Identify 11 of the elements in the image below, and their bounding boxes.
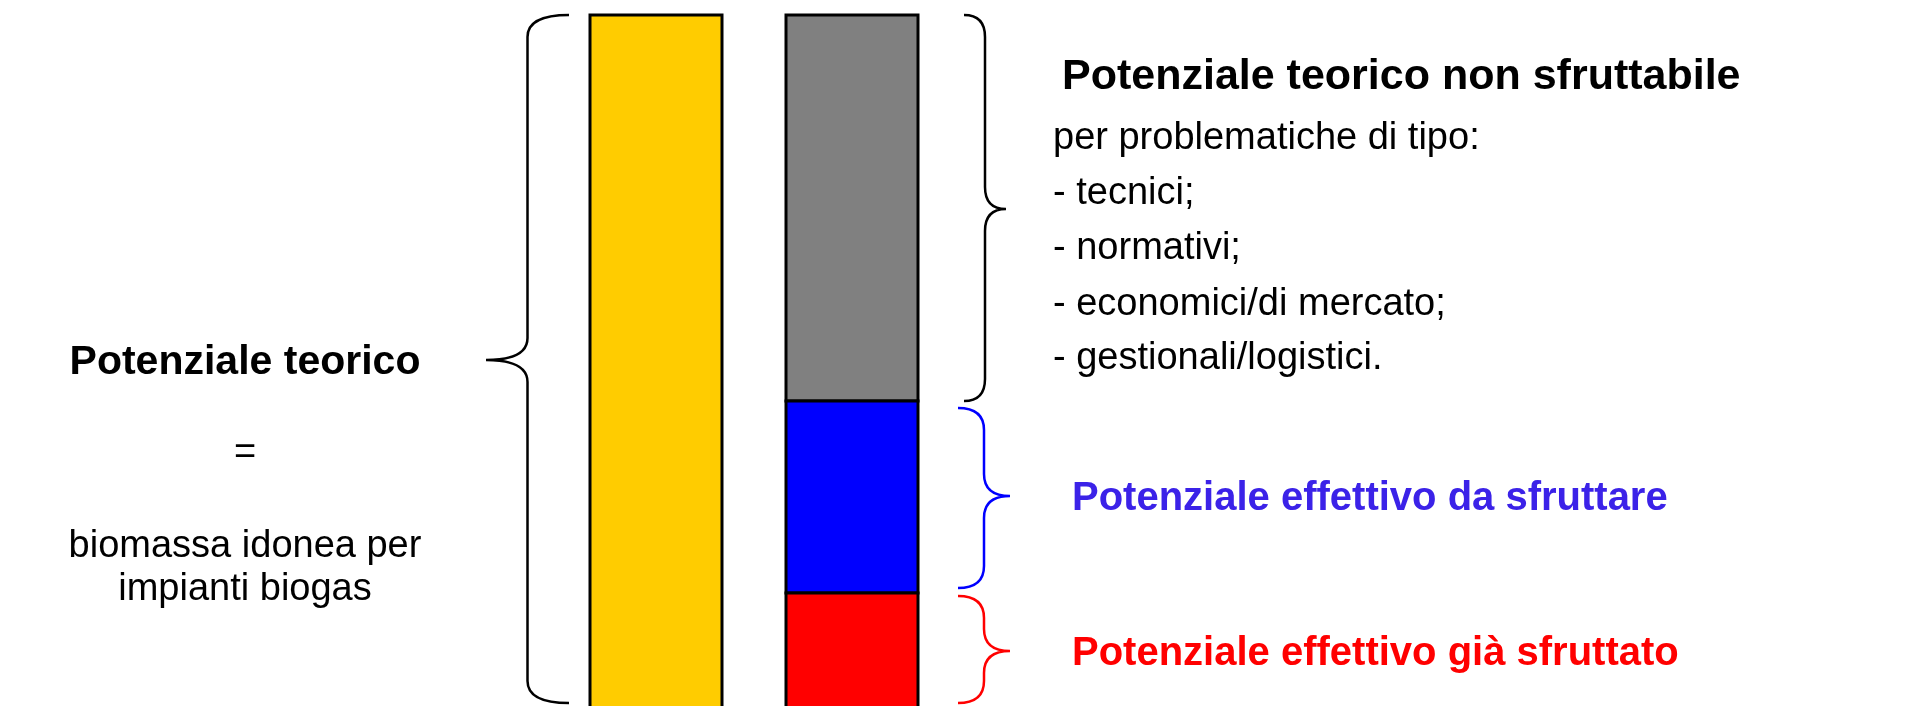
description-text: biomassa idonea per impianti biogas [67,522,423,610]
list-item: - economici/di mercato; [1053,281,1446,325]
list-item: - gestionali/logistici. [1053,335,1383,379]
heading-text: Potenziale teorico non sfruttabile [1062,49,1741,99]
list-item: - normativi; [1053,225,1241,269]
equals-sign: = [232,430,258,474]
heading-text: Potenziale effettivo da sfruttare [1072,473,1668,519]
list-item: - tecnici; [1053,170,1195,214]
heading-text: Potenziale effettivo già sfruttato [1072,628,1679,674]
list-heading: per problematiche di tipo: [1053,115,1480,159]
heading-text: Potenziale teorico [68,336,422,384]
